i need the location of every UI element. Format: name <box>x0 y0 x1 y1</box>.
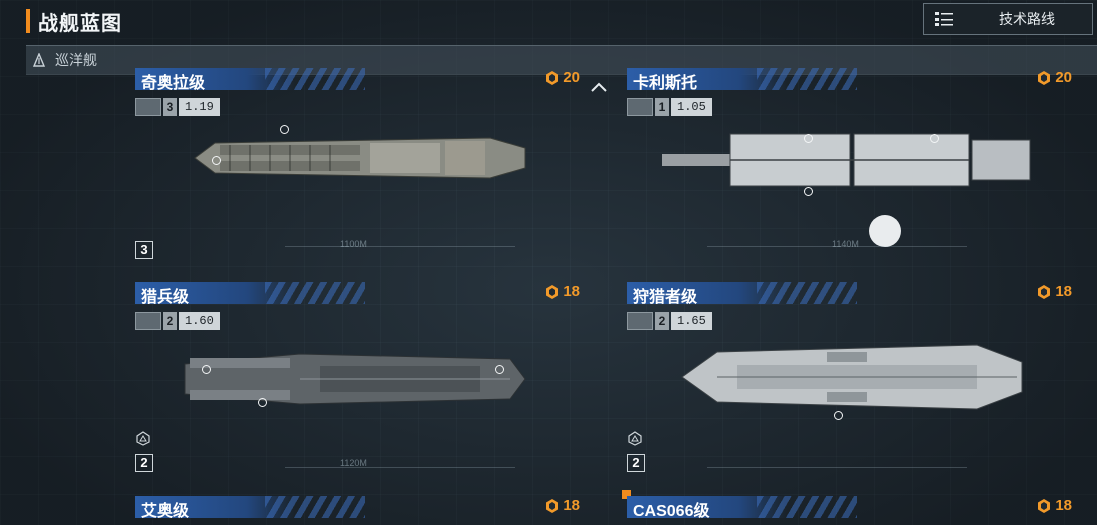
hardpoint-marker[interactable] <box>280 125 289 134</box>
ship-cost: 18 <box>1036 283 1072 300</box>
ship-header <box>135 68 295 90</box>
ship-type-icon <box>135 98 161 116</box>
category-label: 巡洋舰 <box>55 52 97 68</box>
ship-cost: 18 <box>544 283 580 300</box>
title-bar: 战舰蓝图 <box>26 6 122 36</box>
ship-stat: 2 1.65 <box>627 312 712 330</box>
ship-length: 1120M <box>340 458 367 468</box>
header-stripes <box>265 68 365 90</box>
ship-count: 2 <box>135 454 153 472</box>
header-stripes <box>757 68 857 90</box>
cruiser-icon <box>33 53 45 67</box>
ship-count: 2 <box>627 454 645 472</box>
ship-name: CAS066级 <box>633 503 710 520</box>
cost-value: 20 <box>1055 69 1072 86</box>
ship-image <box>681 344 1023 410</box>
tech-route-label: 技术路线 <box>999 11 1055 27</box>
blueprint-line <box>285 467 515 468</box>
hardpoint-marker[interactable] <box>804 187 813 196</box>
cost-value: 18 <box>563 283 580 300</box>
page-title: 战舰蓝图 <box>38 12 122 35</box>
cost-hex-icon <box>546 70 559 85</box>
ship-card-chaser[interactable]: 狩猎者级 18 2 1.65 2 <box>627 282 1072 482</box>
ship-cost: 20 <box>1036 69 1072 86</box>
ship-cost: 18 <box>544 497 580 514</box>
ship-card-ao[interactable]: 艾奥级 18 <box>135 496 580 525</box>
ship-cost: 20 <box>544 69 580 86</box>
ship-cost: 18 <box>1036 497 1072 514</box>
ship-image <box>194 137 526 179</box>
cruiser-icon <box>136 431 150 446</box>
hardpoint-marker[interactable] <box>495 365 504 374</box>
blueprint-line <box>707 467 967 468</box>
ship-value: 1.19 <box>179 98 220 116</box>
blueprint-line <box>707 246 967 247</box>
ship-header <box>135 496 295 518</box>
ship-type-icon <box>627 98 653 116</box>
hardpoint-marker[interactable] <box>212 156 221 165</box>
ship-type-icon <box>135 312 161 330</box>
hardpoint-marker[interactable] <box>258 398 267 407</box>
ship-name: 艾奥级 <box>141 503 190 520</box>
cost-hex-icon <box>1038 284 1051 299</box>
cost-value: 18 <box>563 497 580 514</box>
ship-tier: 2 <box>655 312 669 330</box>
cost-hex-icon <box>1038 498 1051 513</box>
planet-icon <box>869 215 901 247</box>
ship-stat: 2 1.60 <box>135 312 220 330</box>
hardpoint-marker[interactable] <box>834 411 843 420</box>
new-indicator <box>622 490 631 499</box>
ship-length: 1140M <box>832 239 859 249</box>
ship-stat: 1 1.05 <box>627 98 712 116</box>
ship-card-hunter[interactable]: 猎兵级 18 2 1.60 1120M 2 <box>135 282 580 482</box>
ship-name: 奇奥拉级 <box>141 75 206 92</box>
header-stripes <box>757 496 857 518</box>
ship-tier: 2 <box>163 312 177 330</box>
ship-card-cas066[interactable]: CAS066级 18 <box>627 496 1072 525</box>
hardpoint-marker[interactable] <box>804 134 813 143</box>
ship-value: 1.60 <box>179 312 220 330</box>
cost-value: 18 <box>1055 497 1072 514</box>
ship-image <box>184 353 526 405</box>
ship-card-kiaora[interactable]: 奇奥拉级 20 3 1.19 1100M 3 <box>135 68 580 268</box>
cost-hex-icon <box>546 284 559 299</box>
header-stripes <box>757 282 857 304</box>
ship-count: 3 <box>135 241 153 259</box>
ship-type-icon <box>627 312 653 330</box>
ship-image <box>662 133 1031 187</box>
cost-value: 20 <box>563 69 580 86</box>
ship-header <box>627 68 787 90</box>
cost-hex-icon <box>1038 70 1051 85</box>
ship-header <box>135 282 295 304</box>
tech-tree-icon <box>935 12 953 26</box>
ship-header <box>627 282 787 304</box>
ship-value: 1.65 <box>671 312 712 330</box>
scroll-up-icon[interactable] <box>590 80 608 94</box>
tech-route-button[interactable]: 技术路线 <box>923 3 1093 35</box>
ship-tier: 1 <box>655 98 669 116</box>
ship-header <box>627 496 787 518</box>
cruiser-icon <box>628 431 642 446</box>
header-stripes <box>265 282 365 304</box>
hardpoint-marker[interactable] <box>202 365 211 374</box>
ship-length: 1100M <box>340 239 367 249</box>
ship-stat: 3 1.19 <box>135 98 220 116</box>
blueprint-line <box>285 246 515 247</box>
ship-tier: 3 <box>163 98 177 116</box>
header-stripes <box>265 496 365 518</box>
title-accent <box>26 9 30 33</box>
cost-hex-icon <box>546 498 559 513</box>
ship-value: 1.05 <box>671 98 712 116</box>
hardpoint-marker[interactable] <box>930 134 939 143</box>
ship-name: 狩猎者级 <box>633 289 698 306</box>
ship-card-carthage[interactable]: 卡利斯托 20 1 1.05 1140M <box>627 68 1072 268</box>
cost-value: 18 <box>1055 283 1072 300</box>
ship-name: 卡利斯托 <box>633 75 698 92</box>
ship-name: 猎兵级 <box>141 289 190 306</box>
